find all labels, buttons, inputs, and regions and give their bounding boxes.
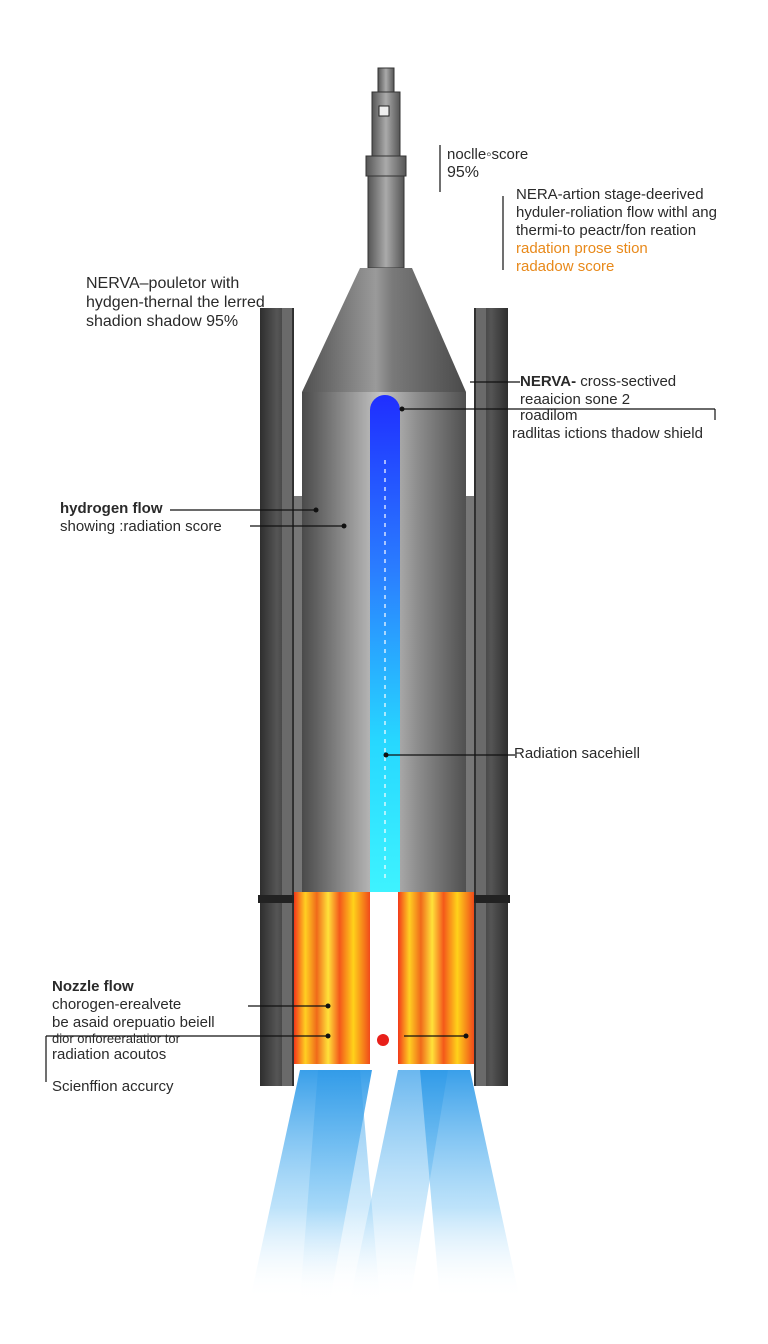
exhaust-plume [250, 1070, 520, 1300]
label-hydrogen-flow: hydrogen flow showing :radiation score [60, 500, 222, 535]
reactor-core-channel [370, 395, 400, 892]
label-scientific-accuracy: Scienffion accurcy [52, 1078, 174, 1095]
label-radiation-shield: Radiation sacehiell [514, 745, 640, 762]
top-stem [365, 67, 407, 269]
label-nerva-pouletor: NERVA–pouletor with hydgen-thernal the l… [86, 275, 265, 330]
leader-dots [313, 406, 469, 1039]
engine-cone [302, 268, 466, 392]
radiation-shield-walls [258, 308, 510, 1086]
label-nerva-stage: NERA-artion stage-deerived hyduler-rolia… [516, 186, 717, 275]
label-cross-section: NERVA- cross-sectived reaaicion sone 2 r… [512, 373, 703, 442]
label-nozzle-score: noclle◦score 95% [447, 146, 529, 181]
nozzle-fire-section [294, 892, 474, 1064]
leader-lines [45, 145, 716, 1082]
label-nozzle-flow: Nozzle flow chorogen-erealvete be asaid … [52, 978, 215, 1063]
